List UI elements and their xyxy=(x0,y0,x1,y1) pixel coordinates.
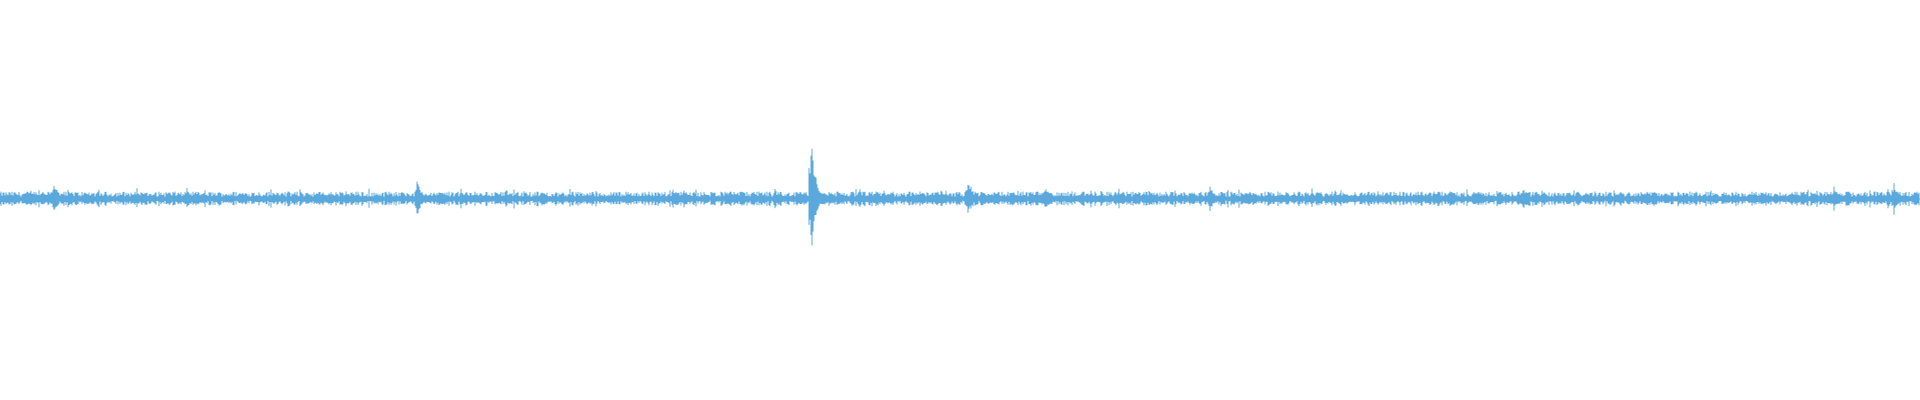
waveform-trace xyxy=(0,148,1920,246)
